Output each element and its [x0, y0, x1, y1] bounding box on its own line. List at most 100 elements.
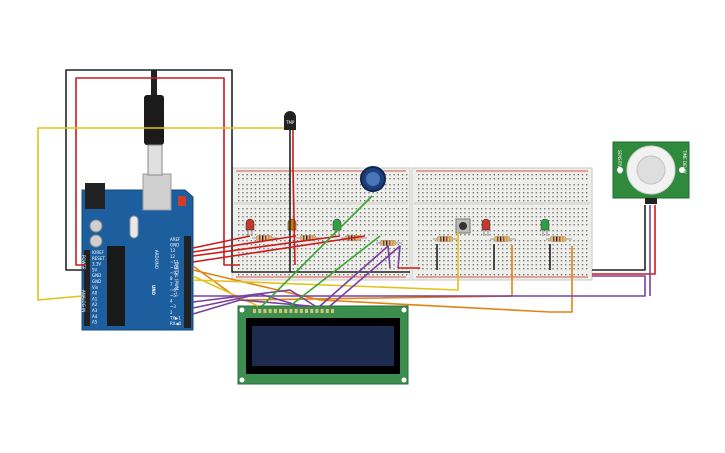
lcd-pin[interactable]	[258, 309, 262, 313]
resistor-band	[503, 236, 505, 242]
power-header-label: POWER	[81, 255, 86, 270]
breadboard-center-gap	[414, 202, 590, 205]
lcd-pin[interactable]	[279, 309, 282, 313]
digital-header	[184, 236, 191, 328]
pin-label: 13	[170, 248, 176, 253]
pin-label: A4	[92, 314, 98, 319]
resistor-band	[312, 235, 314, 241]
pin-label: A3	[92, 308, 98, 313]
microcontroller-chip	[107, 246, 125, 326]
usb-port	[142, 173, 172, 211]
breadboard-center-gap	[234, 202, 408, 205]
pin-label: IOREF	[92, 250, 105, 255]
lcd-pin[interactable]	[315, 309, 319, 313]
wire[interactable]	[192, 235, 251, 249]
crystal	[129, 215, 139, 239]
wire[interactable]	[65, 69, 410, 273]
breadboard-holes	[238, 174, 408, 276]
wire[interactable]	[319, 245, 391, 307]
pir-sensitivity-label: SENSITIVITY	[617, 150, 622, 175]
lcd-display[interactable]	[237, 305, 409, 385]
lcd-pin[interactable]	[268, 309, 272, 313]
wire[interactable]	[592, 205, 656, 275]
resistor-band	[497, 236, 499, 242]
pin-label: A5	[92, 320, 98, 325]
resistor-body	[493, 236, 511, 242]
lcd-pin[interactable]	[310, 309, 314, 313]
resistor-band	[446, 236, 448, 242]
potentiometer[interactable]	[360, 166, 386, 192]
wire[interactable]	[192, 235, 297, 253]
capacitor	[89, 234, 103, 248]
led-body	[332, 218, 342, 231]
pushbutton[interactable]	[455, 218, 471, 234]
lcd-pin[interactable]	[294, 309, 298, 313]
arduino-model: UNO	[151, 285, 156, 296]
resistor-band	[303, 235, 305, 241]
wire[interactable]	[192, 289, 316, 307]
wire[interactable]	[329, 245, 401, 307]
lcd-pin[interactable]	[299, 309, 303, 313]
resistor-band	[386, 240, 388, 246]
lcd-pin[interactable]	[273, 309, 277, 313]
digital-header-label: DIGITAL (PWM ~)	[174, 262, 179, 297]
resistor-band	[440, 236, 442, 242]
pin-label: ~10	[170, 265, 179, 270]
resistor-band	[392, 240, 394, 246]
resistor-band	[449, 236, 451, 242]
wire[interactable]	[192, 245, 513, 301]
led-body	[540, 218, 550, 231]
wire[interactable]	[261, 195, 373, 307]
led-green[interactable]	[540, 218, 550, 236]
resistor-band	[562, 236, 564, 242]
led-red[interactable]	[245, 218, 255, 236]
resistor[interactable]	[296, 235, 322, 241]
lcd-pin[interactable]	[305, 309, 308, 313]
wire[interactable]	[592, 205, 646, 271]
wire[interactable]	[192, 235, 341, 257]
wire[interactable]	[192, 235, 366, 263]
resistor-band	[559, 236, 561, 242]
resistor[interactable]	[433, 236, 459, 242]
pir-motion-sensor[interactable]: SENSITIVITY TIME DELAY	[612, 141, 690, 204]
resistor-band	[306, 235, 308, 241]
lcd-pin[interactable]	[253, 309, 256, 313]
pin-label: TX▶1	[169, 315, 181, 320]
power-analog-header	[84, 250, 90, 326]
resistor[interactable]	[376, 240, 402, 246]
lcd-pin[interactable]	[289, 309, 293, 313]
wire[interactable]	[75, 77, 240, 266]
wire[interactable]	[289, 235, 381, 307]
mounting-hole	[239, 377, 245, 383]
resistor[interactable]	[490, 236, 516, 242]
resistor-band	[500, 236, 502, 242]
led-red[interactable]	[481, 218, 491, 236]
pir-delay-label: TIME DELAY	[682, 149, 687, 174]
lcd-pin[interactable]	[263, 309, 267, 313]
pin-label: 8	[170, 276, 173, 281]
resistor-band	[556, 236, 558, 242]
temperature-sensor[interactable]: TMP	[284, 111, 296, 130]
pin-label: Vin	[92, 285, 99, 290]
breadboard-right	[411, 167, 593, 281]
lcd-pin[interactable]	[284, 309, 288, 313]
wire[interactable]	[292, 130, 296, 266]
wire[interactable]	[37, 127, 284, 301]
resistor-band	[262, 235, 264, 241]
pin-label: 7	[170, 282, 173, 287]
led-green[interactable]	[332, 218, 342, 236]
reset-button[interactable]	[178, 196, 186, 206]
resistor[interactable]	[546, 236, 572, 242]
pin-label: RX◀0	[170, 321, 182, 326]
lcd-pin[interactable]	[331, 309, 334, 313]
wire[interactable]	[192, 232, 459, 291]
lcd-pin[interactable]	[325, 309, 329, 313]
arduino-uno-board[interactable]: ARDUINO UNO DIGITAL (PWM ~) ANALOG IN PO…	[81, 173, 194, 331]
resistor-band	[259, 235, 261, 241]
resistor[interactable]	[252, 235, 278, 241]
lcd-pin[interactable]	[320, 309, 324, 313]
wire[interactable]	[192, 293, 301, 309]
pin-label: 12	[170, 254, 176, 259]
wire[interactable]	[192, 299, 311, 315]
